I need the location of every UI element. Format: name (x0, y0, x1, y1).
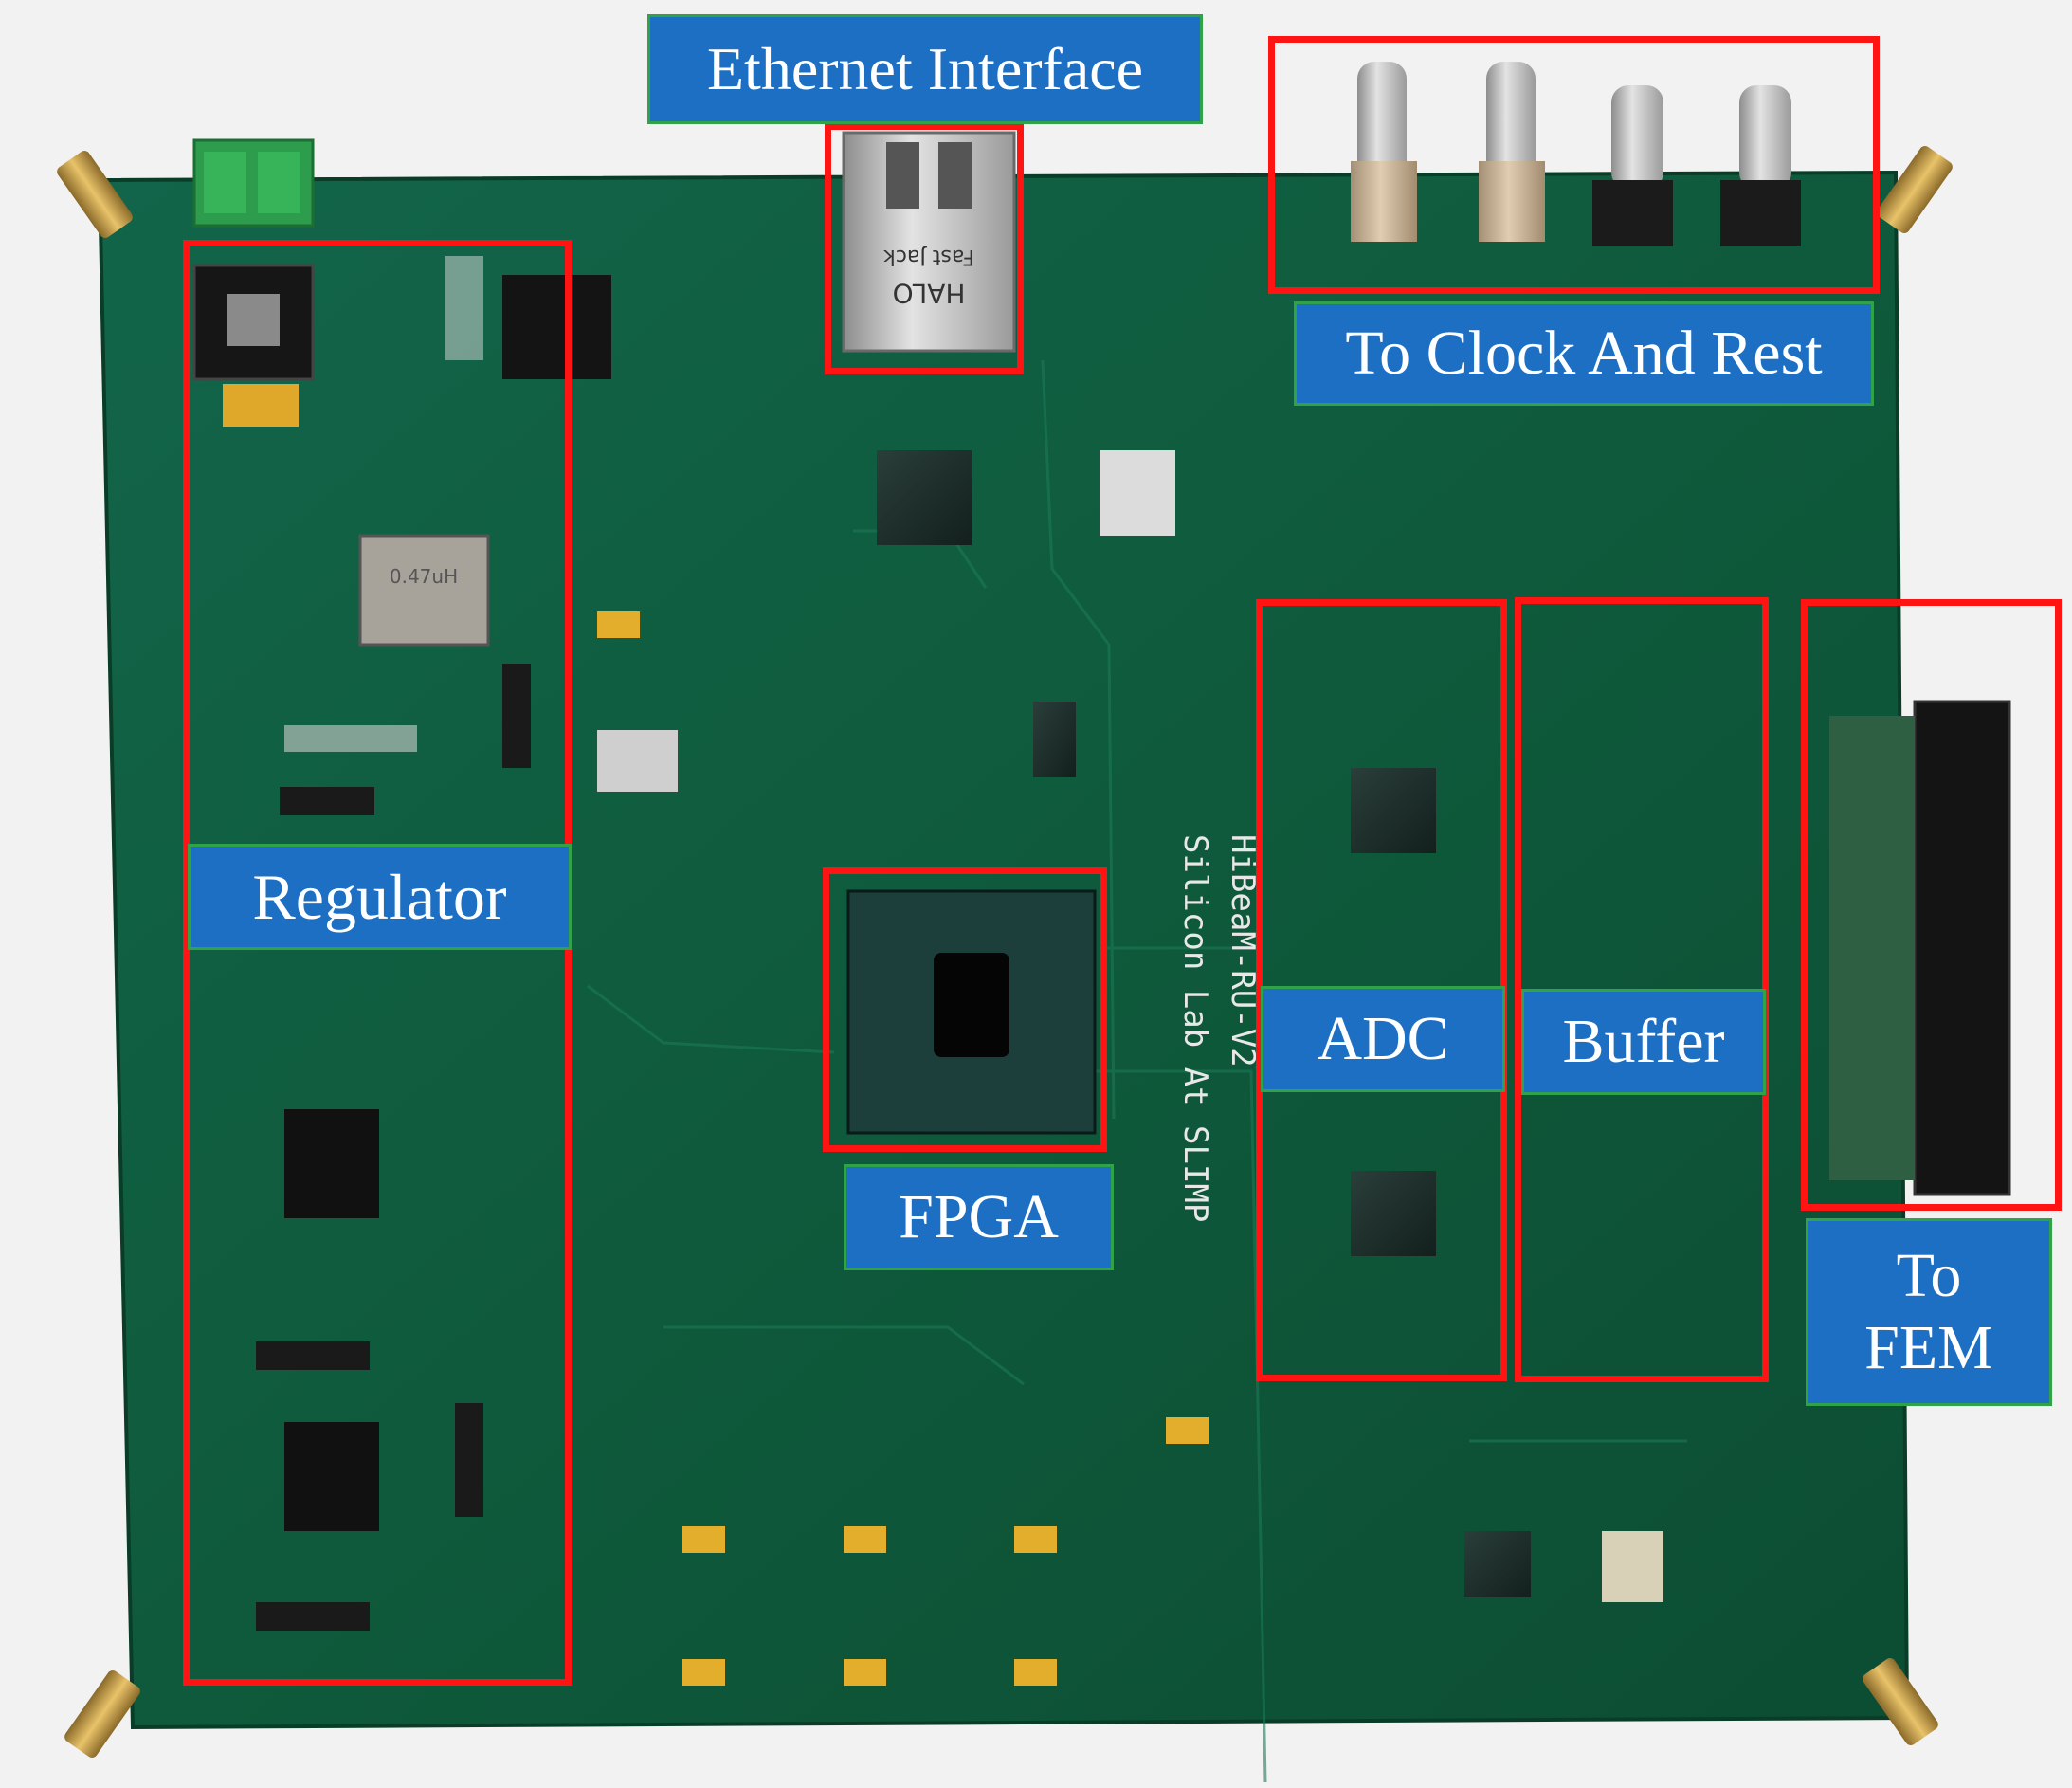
jack-label-1: HALO (893, 278, 966, 309)
clock-highlight (1268, 36, 1880, 294)
ethernet-label: Ethernet Interface (647, 14, 1203, 124)
fem-connector (1913, 700, 2011, 1196)
lab-name-silkscreen: Silicon Lab At SLIMP (1176, 834, 1214, 1222)
jack-label-2: Fast Jack (883, 245, 974, 268)
ethernet-highlight (825, 123, 1024, 374)
fem-label-line1: To (1896, 1241, 1962, 1311)
clock-label: To Clock And Rest (1294, 301, 1874, 406)
tantalum-caps (597, 611, 1209, 1686)
ethernet-jack (842, 131, 1016, 353)
fpga-label: FPGA (844, 1164, 1114, 1270)
bnc-connectors (1351, 62, 1801, 246)
fem-label: To FEM (1806, 1218, 2052, 1406)
regulator-highlight (183, 240, 572, 1686)
standoffs (57, 146, 1953, 1758)
regulator-components (192, 256, 611, 1631)
inductor-marking: 0.47uH (390, 565, 458, 588)
board-name-silkscreen: HiBeaM-RU-V2 (1224, 834, 1262, 1067)
adc-label: ADC (1261, 986, 1505, 1092)
regulator-label: Regulator (188, 844, 572, 950)
fem-highlight (1801, 599, 2062, 1211)
fpga-highlight (823, 867, 1107, 1152)
buffer-label: Buffer (1521, 989, 1766, 1095)
misc-chips (597, 450, 1663, 1602)
fem-label-line2: FEM (1864, 1313, 1993, 1382)
